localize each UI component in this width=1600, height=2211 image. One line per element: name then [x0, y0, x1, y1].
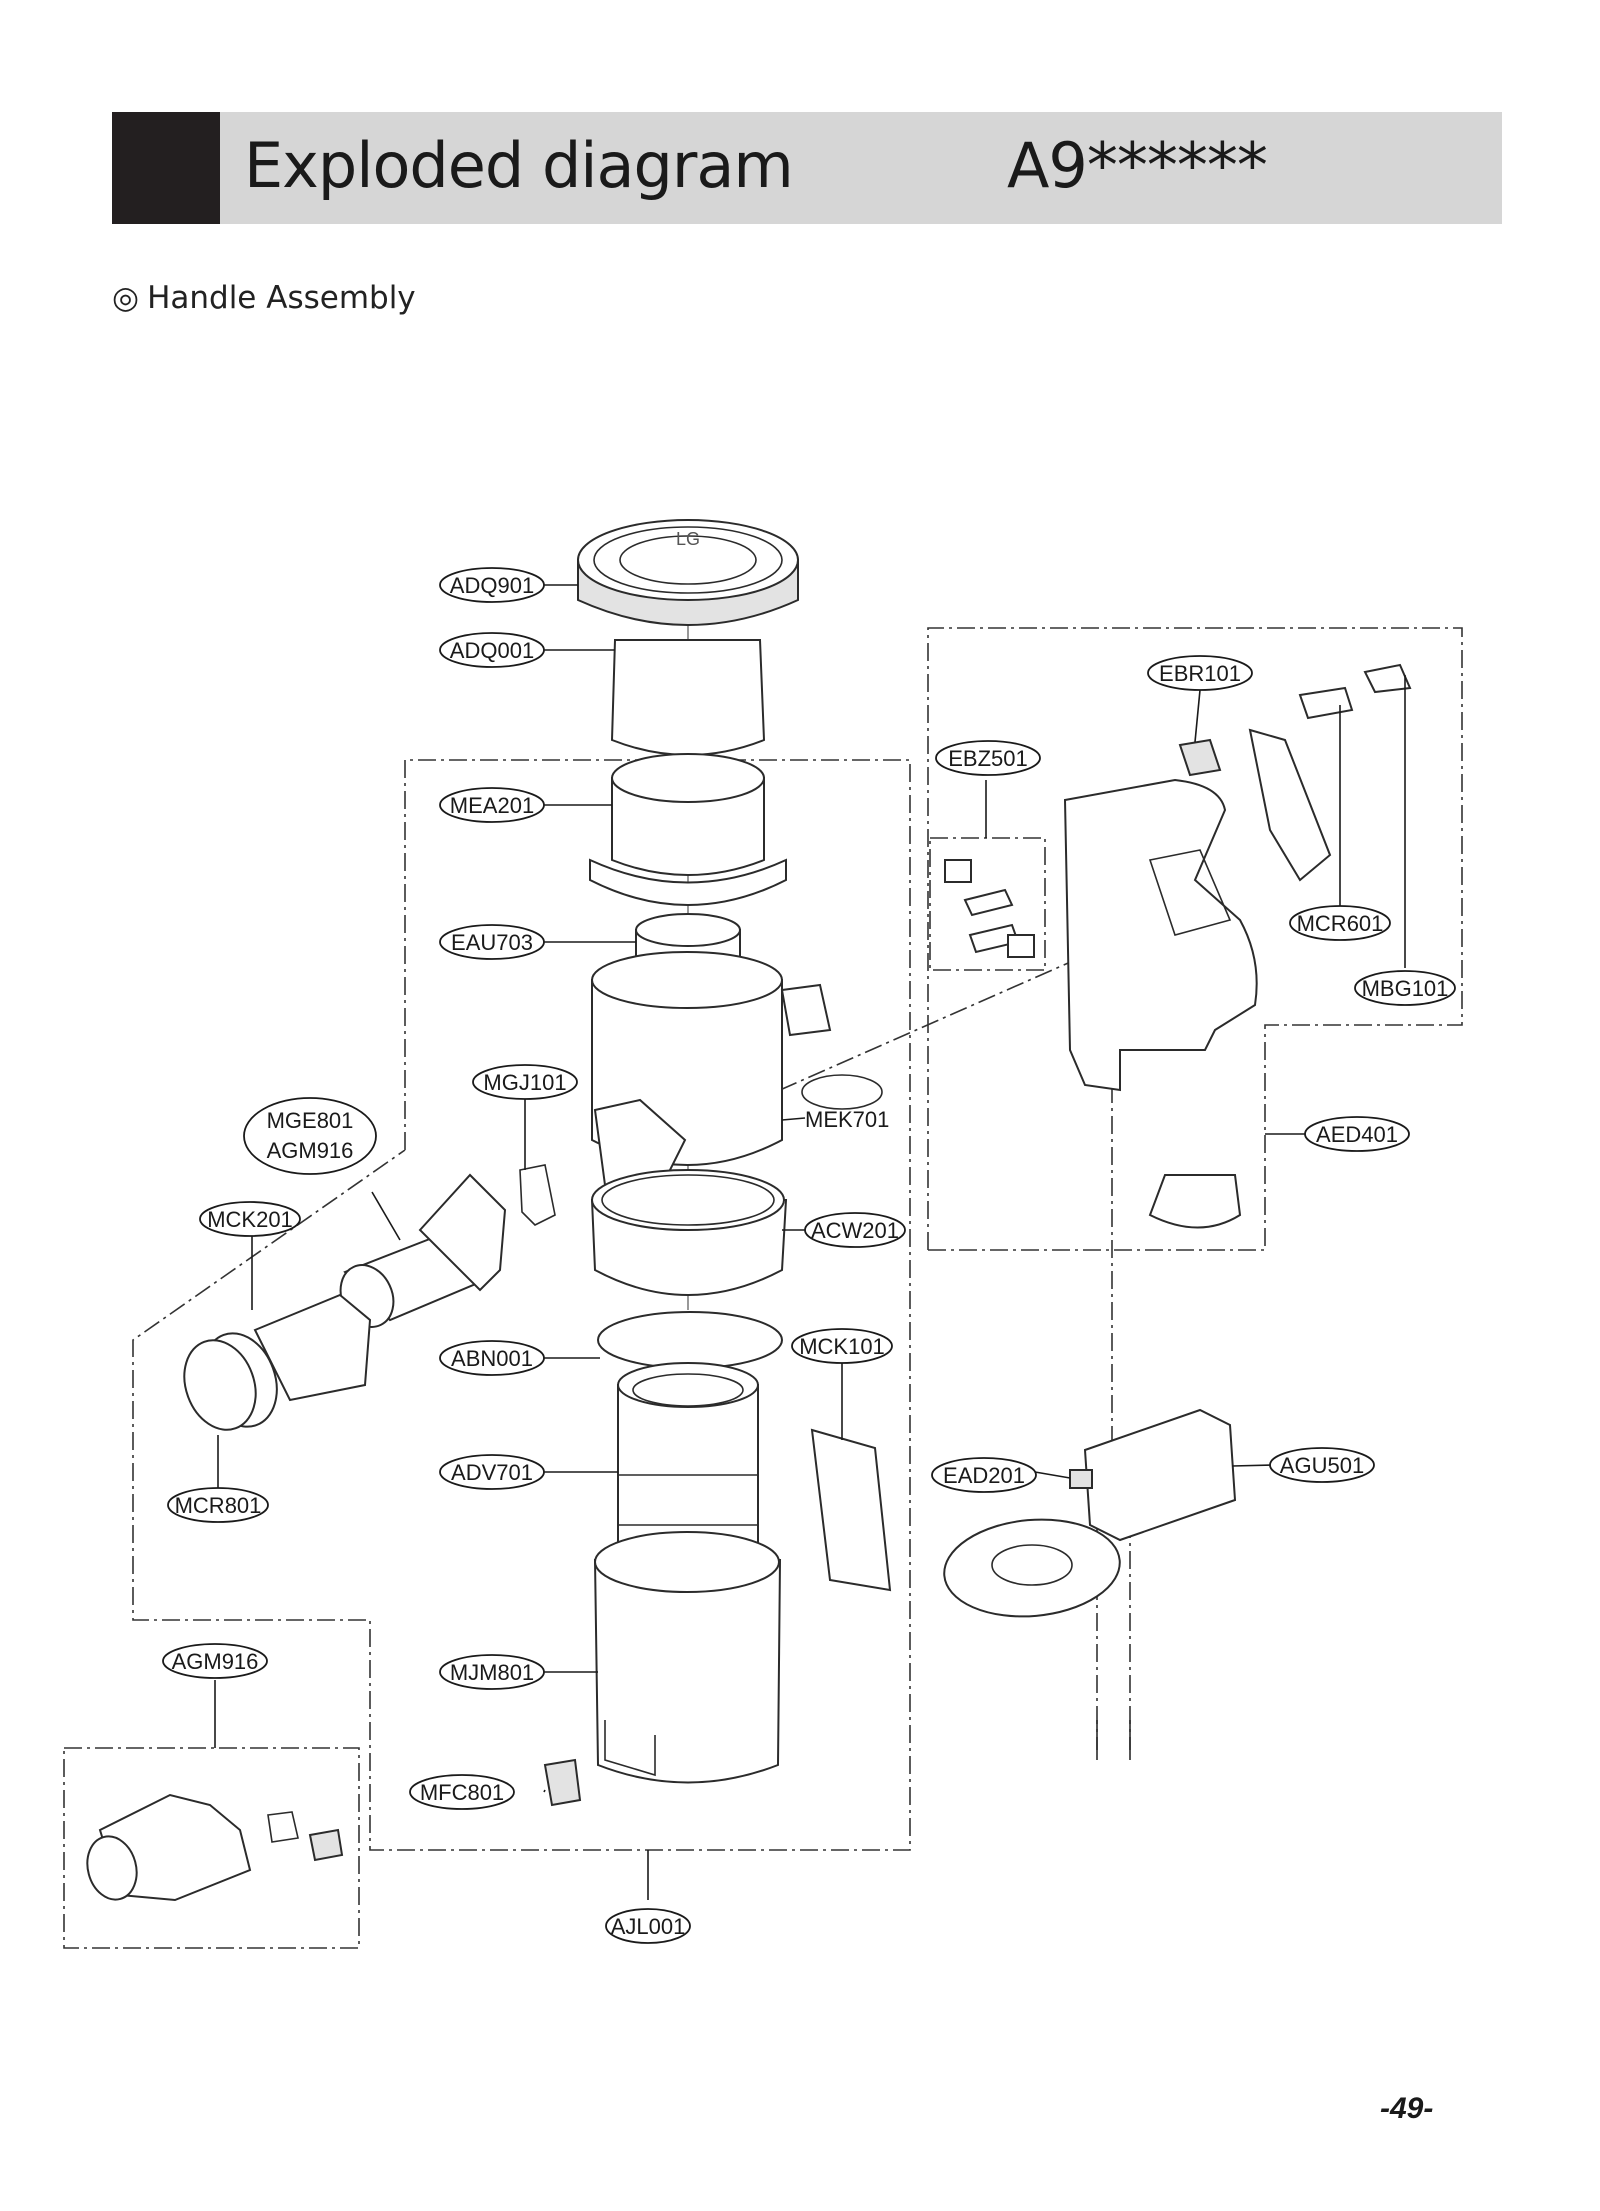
svg-text:MGE801: MGE801: [267, 1108, 354, 1133]
connector-dash: [779, 959, 1076, 1091]
svg-text:MCK101: MCK101: [799, 1334, 885, 1359]
page-title: Exploded diagram: [244, 129, 794, 202]
callout-mcr801: MCR801: [167, 1487, 269, 1523]
page-number: -49-: [1380, 2092, 1434, 2125]
callout-mck101: MCK101: [791, 1328, 893, 1364]
callouts: ADQ901 ADQ001 MEA201 EAU703 MGJ101 MGE80…: [162, 567, 1456, 1944]
ebz501-boundary: [929, 837, 1046, 971]
svg-text:ADQ901: ADQ901: [450, 573, 534, 598]
svg-text:ADQ001: ADQ001: [450, 638, 534, 663]
svg-text:MGJ101: MGJ101: [483, 1070, 566, 1095]
part-mcr801: [183, 1339, 257, 1431]
callout-mek701: MEK701: [805, 1107, 889, 1132]
callout-eau703: EAU703: [439, 924, 545, 960]
callout-ebr101: EBR101: [1147, 655, 1253, 691]
part-abn001: [597, 1311, 783, 1369]
svg-text:AED401: AED401: [1316, 1122, 1398, 1147]
part-mgj101: [519, 1098, 687, 1226]
callout-agm916: AGM916: [162, 1643, 268, 1679]
callout-mck201: MCK201: [199, 1201, 301, 1237]
svg-text:EAD201: EAD201: [943, 1463, 1025, 1488]
callout-mge801-agm916: MGE801 AGM916: [243, 1097, 377, 1175]
svg-text:EAU703: EAU703: [451, 930, 533, 955]
model-number: A9******: [1007, 129, 1268, 202]
lg-logo: LG: [676, 529, 700, 549]
svg-text:MEA201: MEA201: [450, 793, 534, 818]
part-mbg101: [1298, 686, 1354, 720]
svg-text:AGM916: AGM916: [172, 1649, 259, 1674]
part-mfc801: [543, 1758, 582, 1807]
part-mge801: [339, 1173, 507, 1328]
callout-abn001: ABN001: [439, 1340, 545, 1376]
callout-adv701: ADV701: [439, 1454, 545, 1490]
part-mjm801: [593, 1531, 782, 1784]
svg-text:MCR801: MCR801: [175, 1493, 262, 1518]
part-agu501: [943, 1408, 1237, 1618]
svg-text:MCR601: MCR601: [1297, 911, 1384, 936]
callout-ajl001: AJL001: [605, 1908, 691, 1944]
svg-text:MBG101: MBG101: [1362, 976, 1449, 1001]
svg-text:AJL001: AJL001: [611, 1914, 686, 1939]
part-mck101: [810, 1428, 892, 1592]
part-acw201: [590, 1169, 788, 1296]
part-adv701: [617, 1362, 759, 1571]
svg-text:MJM801: MJM801: [450, 1660, 534, 1685]
leader-lines: [214, 584, 1406, 1900]
part-ebz501: [944, 859, 1035, 958]
callout-ebz501: EBZ501: [935, 740, 1041, 776]
callout-mcr601: MCR601: [1289, 905, 1391, 941]
callout-mfc801: MFC801: [409, 1774, 515, 1810]
callout-agu501: AGU501: [1269, 1447, 1375, 1483]
part-ebr101: [1178, 738, 1222, 777]
part-mea201: [589, 753, 787, 906]
double-circle-icon: ◎: [112, 280, 140, 316]
callout-adq001: ADQ001: [439, 632, 545, 668]
callout-aed401: AED401: [1304, 1116, 1410, 1152]
svg-text:AGU501: AGU501: [1280, 1453, 1364, 1478]
svg-text:ACW201: ACW201: [811, 1218, 899, 1243]
main-assembly-boundary: [132, 759, 911, 1851]
svg-text:EBR101: EBR101: [1159, 661, 1241, 686]
callout-mea201: MEA201: [439, 787, 545, 823]
callout-acw201: ACW201: [804, 1212, 906, 1248]
svg-text:ABN001: ABN001: [451, 1346, 533, 1371]
part-adq901: LG: [577, 519, 799, 626]
callout-mgj101: MGJ101: [472, 1064, 578, 1100]
svg-text:MFC801: MFC801: [420, 1780, 504, 1805]
agm916-box: [63, 1747, 360, 1949]
part-mcr601: [1248, 728, 1332, 882]
part-top-clip: [1363, 663, 1412, 694]
part-adq001: [610, 639, 766, 756]
svg-text:MEK701: MEK701: [805, 1107, 889, 1132]
handle-boundary: [927, 627, 1463, 1251]
callout-adq901: ADQ901: [439, 567, 545, 603]
section-title: Handle Assembly: [147, 280, 416, 316]
page-header: Exploded diagram A9******: [112, 112, 1502, 224]
callout-mbg101: MBG101: [1354, 970, 1456, 1006]
section-heading: ◎Handle Assembly: [112, 278, 416, 318]
part-mek701-gasket: [801, 1074, 883, 1110]
part-agm916-box: [86, 1793, 344, 1902]
callout-ead201: EAD201: [931, 1457, 1037, 1493]
svg-text:MCK201: MCK201: [207, 1207, 293, 1232]
part-ead201: [1069, 1469, 1093, 1489]
svg-text:AGM916: AGM916: [267, 1138, 354, 1163]
svg-text:ADV701: ADV701: [451, 1460, 533, 1485]
part-aed401: [1063, 778, 1258, 1229]
callout-mjm801: MJM801: [439, 1654, 545, 1690]
svg-text:EBZ501: EBZ501: [948, 746, 1028, 771]
header-block: [112, 112, 220, 224]
